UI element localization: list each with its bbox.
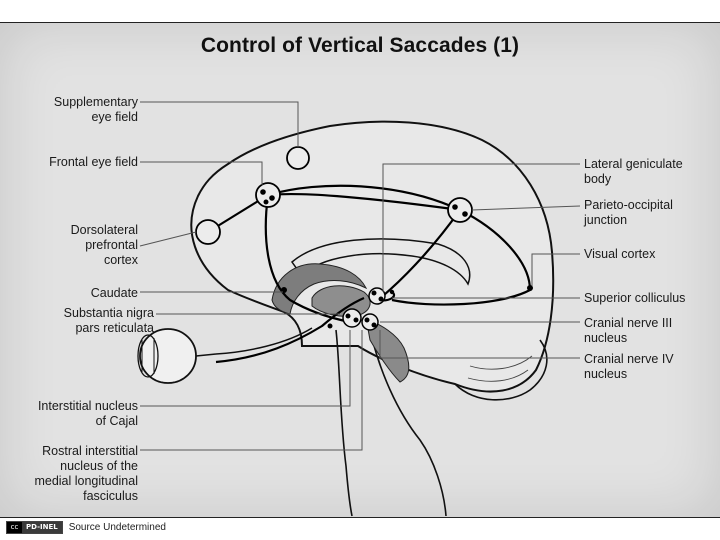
label-cranial-nerve-iv: Cranial nerve IV nucleus	[584, 352, 674, 381]
license-badge-text: PD-INEL	[22, 521, 62, 533]
cerebellum	[454, 339, 548, 401]
label-dorsolateral-prefrontal-cortex: Dorsolateral prefrontal cortex	[70, 223, 138, 267]
label-visual-cortex: Visual cortex	[584, 247, 656, 261]
label-superior-colliculus: Superior colliculus	[584, 291, 686, 305]
brain-outline	[190, 120, 555, 393]
corpus-callosum	[290, 238, 471, 286]
cc-icon: cc	[7, 521, 22, 533]
optic-nerve	[215, 327, 313, 355]
label-parieto-occipital-junction: Parieto-occipital junction	[584, 198, 673, 227]
sef-circle	[286, 146, 310, 170]
leader-lines-right	[379, 163, 581, 359]
thalamus-shape	[311, 285, 371, 317]
dlpfc-circle	[195, 219, 221, 245]
label-caudate: Caudate	[90, 286, 138, 300]
label-lateral-geniculate-body: Lateral geniculate body	[584, 157, 683, 186]
source-text: Source Undetermined	[68, 521, 166, 533]
top-border	[0, 22, 720, 23]
label-interstitial-nucleus-cajal: Interstitial nucleus of Cajal	[37, 399, 138, 428]
label-substantia-nigra: Substantia nigra pars reticulata	[63, 306, 154, 335]
label-rimlf: Rostral interstitial nucleus of the medi…	[34, 444, 138, 503]
fef-circle	[255, 182, 281, 208]
page-title: Control of Vertical Saccades (1)	[200, 34, 520, 57]
label-frontal-eye-field: Frontal eye field	[49, 155, 138, 169]
nucleus-circle-2	[361, 313, 379, 331]
nucleus-circle-1	[342, 308, 362, 328]
synapse-dots	[260, 189, 533, 329]
license-badge[interactable]: cc PD-INEL	[6, 520, 63, 534]
label-supplementary-eye-field: Supplementary eye field	[53, 95, 138, 124]
brainstem	[335, 329, 447, 517]
footer: cc PD-INEL Source Undetermined	[6, 520, 166, 534]
label-cranial-nerve-iii: Cranial nerve III nucleus	[584, 316, 673, 345]
poj-circle	[447, 197, 473, 223]
bottom-border	[0, 517, 720, 518]
leader-lines-left	[139, 101, 363, 451]
eye	[137, 328, 217, 384]
